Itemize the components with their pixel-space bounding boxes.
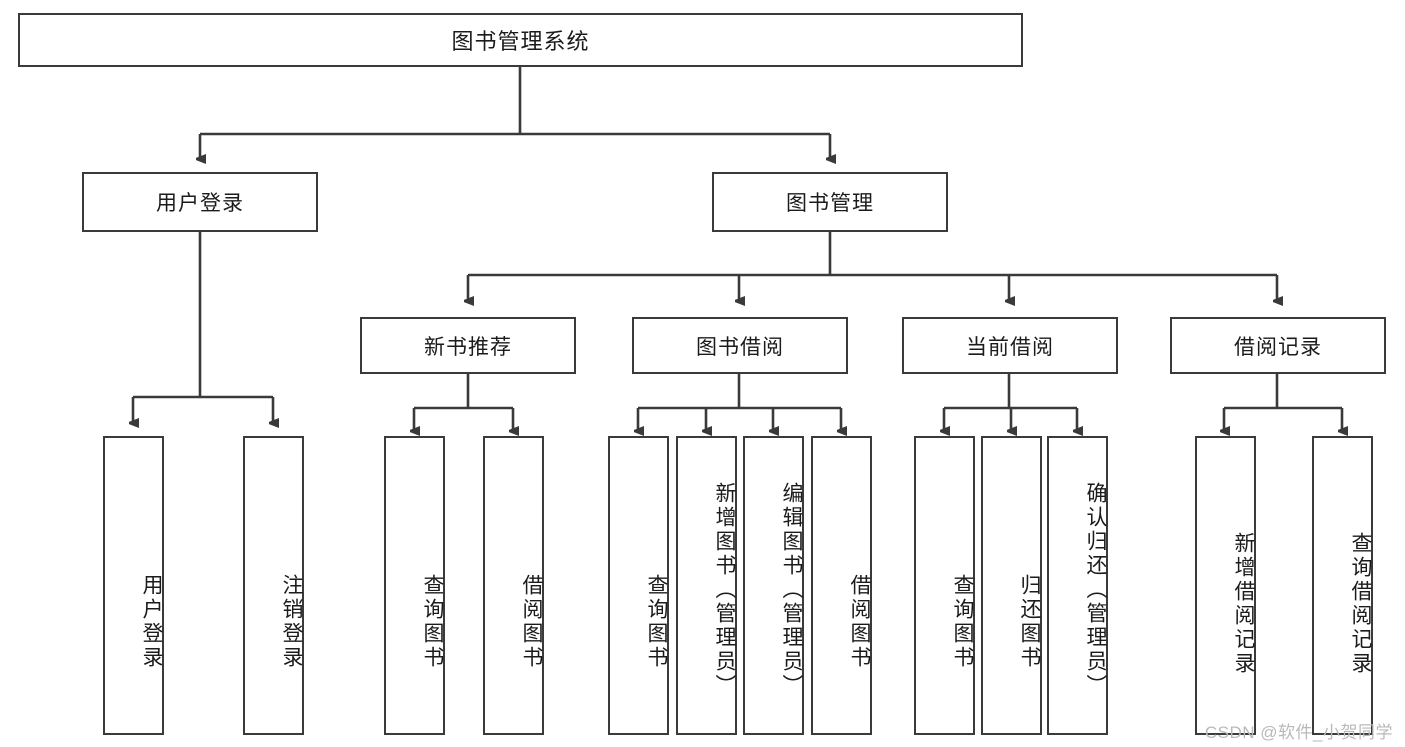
node-root-system[interactable]: 图书管理系统 <box>18 13 1023 67</box>
node-book-management[interactable]: 图书管理 <box>712 172 948 232</box>
leaf-new-book-borrow[interactable]: 借阅图书 <box>483 436 544 735</box>
node-current-borrow[interactable]: 当前借阅 <box>902 317 1118 374</box>
leaf-book-borrow-edit-admin[interactable]: 编辑图书（管理员） <box>743 436 804 735</box>
leaf-borrow-record-add[interactable]: 新增借阅记录 <box>1195 436 1256 735</box>
node-borrow-record[interactable]: 借阅记录 <box>1170 317 1386 374</box>
leaf-borrow-record-query[interactable]: 查询借阅记录 <box>1312 436 1373 735</box>
node-book-borrow[interactable]: 图书借阅 <box>632 317 848 374</box>
leaf-book-borrow-add-admin[interactable]: 新增图书（管理员） <box>676 436 737 735</box>
leaf-user-login-login[interactable]: 用户登录 <box>103 436 164 735</box>
node-user-login[interactable]: 用户登录 <box>82 172 318 232</box>
leaf-current-borrow-query[interactable]: 查询图书 <box>914 436 975 735</box>
watermark-text: CSDN @软件_小贺同学 <box>1204 723 1393 742</box>
leaf-book-borrow-query[interactable]: 查询图书 <box>608 436 669 735</box>
leaf-current-borrow-confirm-admin[interactable]: 确认归还（管理员） <box>1047 436 1108 735</box>
node-new-book-recommend[interactable]: 新书推荐 <box>360 317 576 374</box>
leaf-new-book-query[interactable]: 查询图书 <box>384 436 445 735</box>
leaf-book-borrow-borrow[interactable]: 借阅图书 <box>811 436 872 735</box>
leaf-user-login-logout[interactable]: 注销登录 <box>243 436 304 735</box>
leaf-current-borrow-return[interactable]: 归还图书 <box>981 436 1042 735</box>
